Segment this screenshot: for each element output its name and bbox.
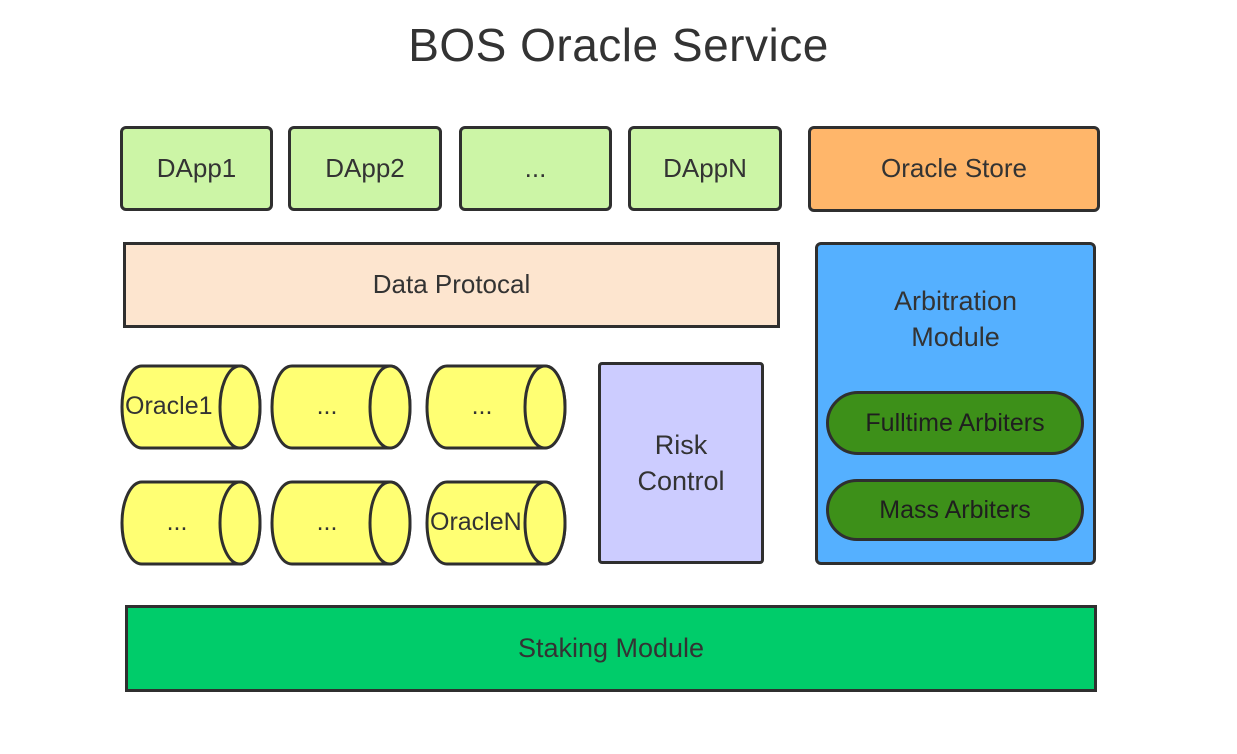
data-protocol-box: Data Protocal	[123, 242, 780, 328]
risk-control-box: Risk Control	[598, 362, 764, 564]
cylinder-shape	[270, 364, 412, 450]
cylinder-shape	[425, 364, 567, 450]
cylinder-shape	[120, 480, 262, 566]
fulltime-arbiters-pill: Fulltime Arbiters	[826, 391, 1084, 455]
dapp-box-n: DAppN	[628, 126, 782, 211]
cylinder-shape	[120, 364, 262, 450]
dapp-box-1: DApp1	[120, 126, 273, 211]
cylinder-shape	[270, 480, 412, 566]
oracle-store-box: Oracle Store	[808, 126, 1100, 212]
oracle-label-2: ...	[316, 391, 338, 420]
cylinder-shape	[425, 480, 567, 566]
dapp-box-2: DApp2	[288, 126, 442, 211]
oracle-label-n: OracleN	[430, 507, 522, 536]
oracle-cylinder-1: Oracle1	[120, 364, 264, 450]
oracle-cylinder-4: ...	[120, 480, 264, 566]
oracle-label-5: ...	[316, 507, 338, 536]
oracle-label-4: ...	[166, 507, 188, 536]
mass-arbiters-pill: Mass Arbiters	[826, 479, 1084, 541]
oracle-cylinder-3: ...	[425, 364, 569, 450]
oracle-cylinder-n: OracleN	[425, 480, 569, 566]
oracle-cylinder-5: ...	[270, 480, 414, 566]
diagram-title: BOS Oracle Service	[408, 19, 829, 71]
risk-control-label: Risk Control	[637, 429, 725, 496]
oracle-label-3: ...	[471, 391, 493, 420]
oracle-cylinder-2: ...	[270, 364, 414, 450]
staking-module-box: Staking Module	[125, 605, 1097, 692]
oracle-label-1: Oracle1	[125, 391, 213, 420]
arbitration-module-title: Arbitration Module	[893, 286, 1018, 353]
dapp-box-ellipsis: ...	[459, 126, 612, 211]
